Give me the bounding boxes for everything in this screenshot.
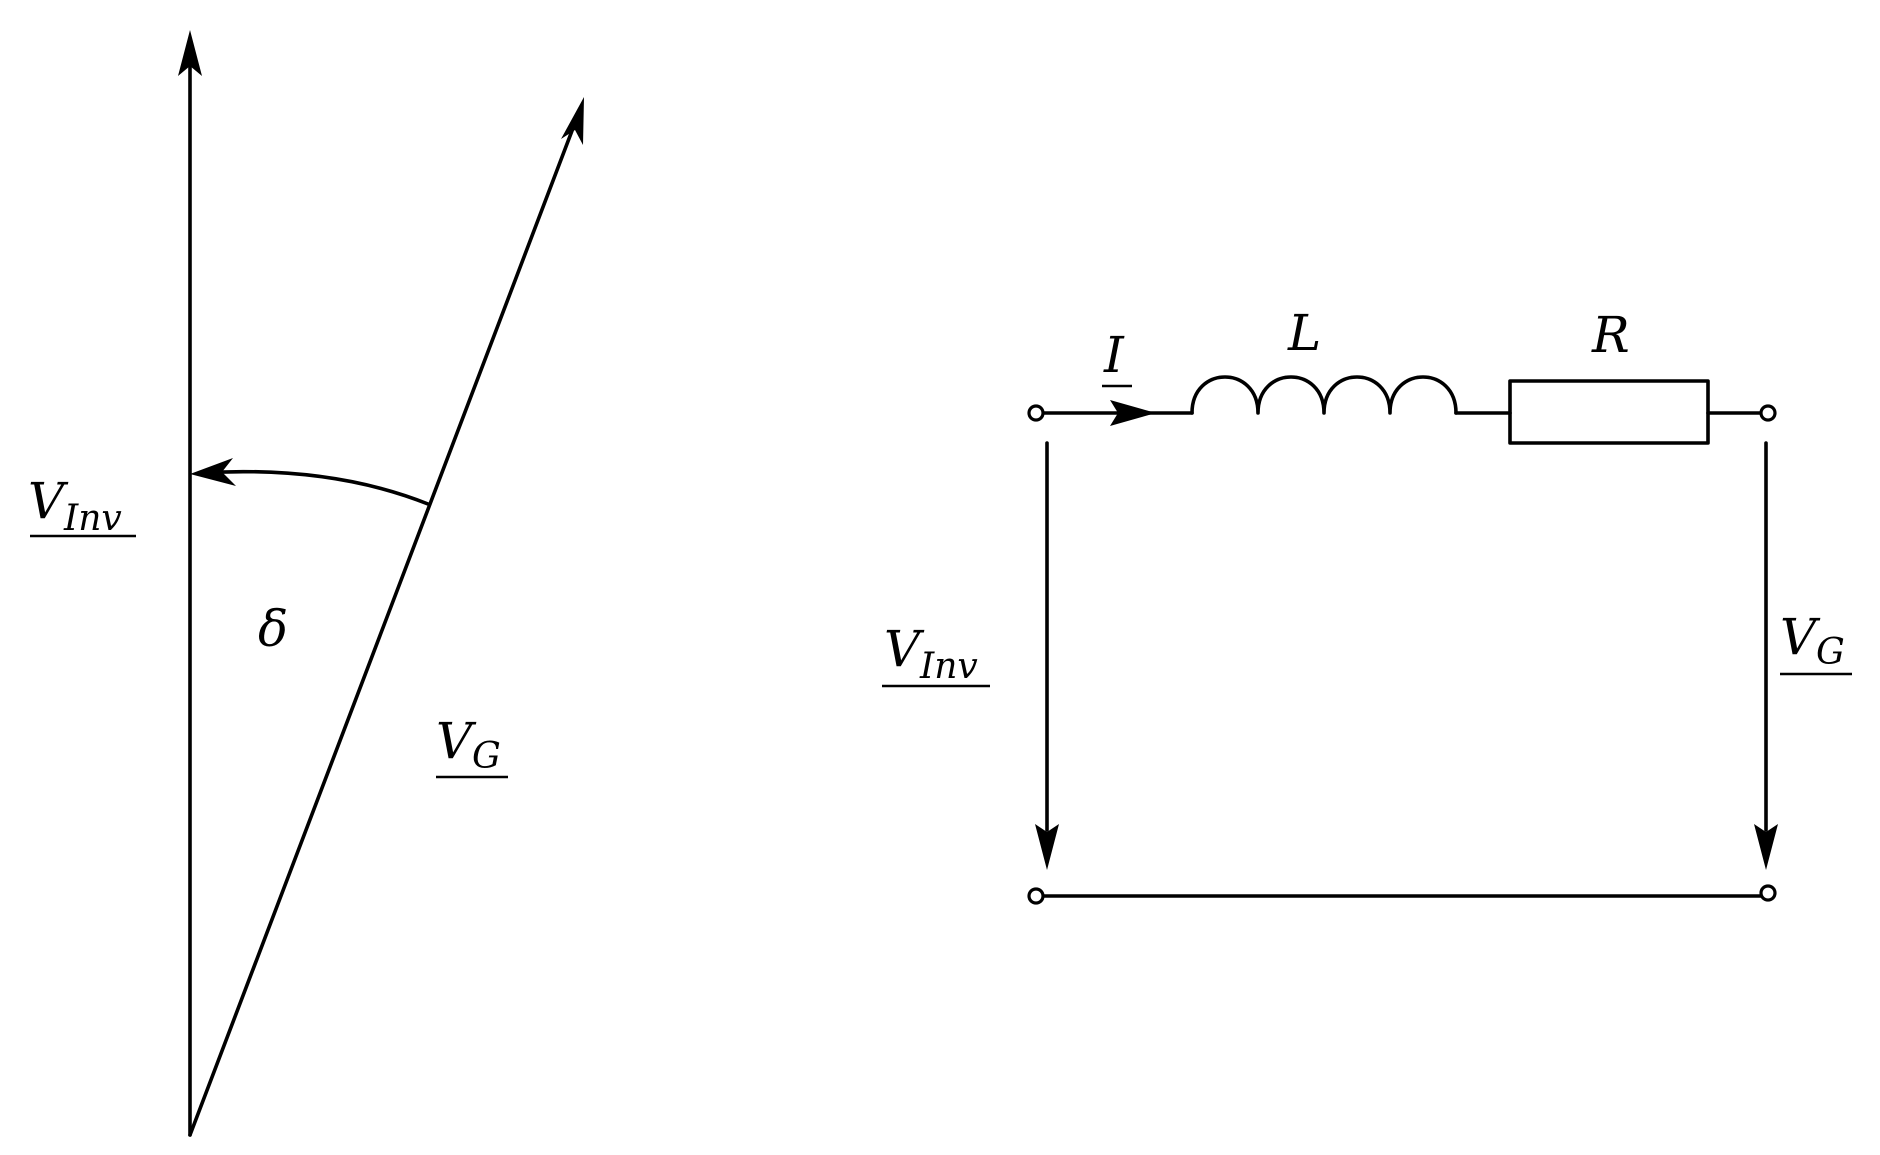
circuit: I L R V Inv V G [882,304,1852,905]
circuit-v-inv-sub: Inv [919,646,978,687]
terminal-top-left [1027,404,1045,422]
phasor-v-g-main: V [436,712,477,770]
terminal-bottom-right [1759,884,1777,902]
v-inv-phasor-arrowhead [178,30,202,76]
resistor [1508,379,1710,445]
current-arrowhead [1110,400,1156,426]
v-g-phasor-arrowhead [561,97,584,145]
angle-arc [198,469,430,506]
phasor-v-inv-label: V Inv [28,472,136,539]
inductor-label: L [1287,304,1321,362]
phasor-diagram: V Inv δ V G [28,30,584,1137]
current-label-text: I [1103,326,1125,384]
phasor-v-g-label: V G [436,712,508,779]
circuit-v-inv-label: V Inv [882,620,990,688]
phasor-v-g-sub: G [472,736,501,777]
v-inv-voltage-arrowhead [1035,824,1059,870]
phasor-v-inv-main: V [28,472,69,530]
terminal-bottom-left [1027,887,1045,905]
circuit-v-inv-main: V [884,620,925,678]
resistor-label: R [1591,306,1630,364]
angle-arc-arrowhead [190,458,236,486]
phasor-v-inv-sub: Inv [63,498,122,539]
terminal-top-right [1759,404,1777,422]
v-g-phasor [188,113,580,1137]
angle-delta-label: δ [258,600,288,658]
inductor [1190,375,1458,415]
circuit-v-g-sub: G [1816,632,1845,673]
v-g-voltage-arrowhead [1754,824,1778,870]
circuit-v-g-main: V [1780,608,1821,666]
current-label: I [1102,326,1132,388]
circuit-v-g-label: V G [1780,608,1852,676]
